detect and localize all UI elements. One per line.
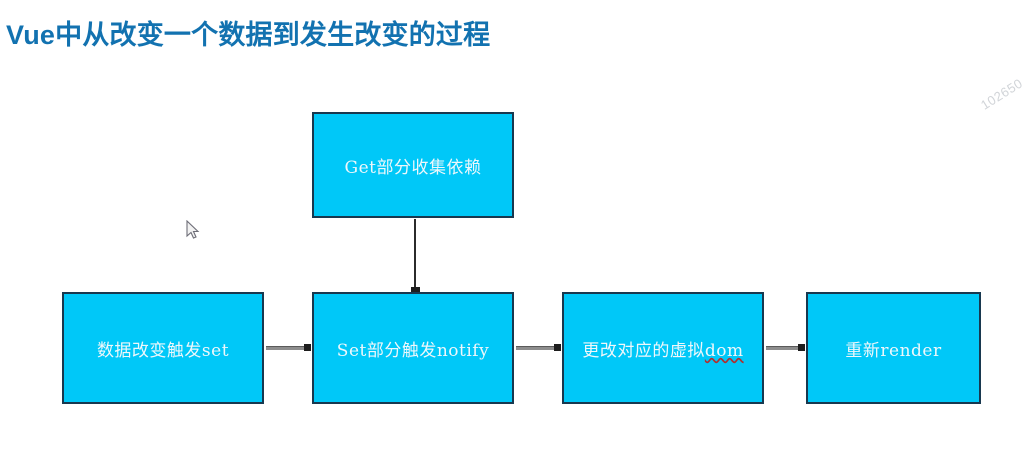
flow-box-re-render[interactable]: 重新render bbox=[806, 292, 981, 404]
flow-box-label-prefix: 更改对应的虚拟 bbox=[582, 340, 705, 361]
flow-box-label-misspelled-word: dom bbox=[704, 340, 744, 361]
mouse-cursor-icon bbox=[186, 220, 200, 239]
flow-box-label: 重新render bbox=[845, 340, 942, 361]
flow-box-label: 更改对应的虚拟dom bbox=[582, 336, 743, 361]
arrowhead-right-icon bbox=[554, 344, 561, 351]
flow-box-label: 数据改变触发set bbox=[96, 340, 230, 361]
flow-box-get-collect-deps[interactable]: Get部分收集依赖 bbox=[312, 112, 514, 218]
arrowhead-down-icon bbox=[411, 287, 420, 293]
flow-box-update-virtual-dom[interactable]: 更改对应的虚拟dom bbox=[562, 292, 764, 404]
connector-get-to-notify bbox=[414, 219, 416, 293]
flow-box-label: Set部分触发notify bbox=[336, 340, 490, 361]
flow-box-data-change-triggers-set[interactable]: 数据改变触发set bbox=[62, 292, 264, 404]
watermark-text: 102650 bbox=[978, 75, 1026, 113]
connector-vdom-to-render bbox=[766, 346, 804, 350]
arrowhead-right-icon bbox=[798, 344, 805, 351]
flow-box-label: Get部分收集依赖 bbox=[344, 157, 482, 178]
connector-set-trig-to-notify bbox=[266, 346, 310, 350]
arrowhead-right-icon bbox=[304, 344, 311, 351]
connector-notify-to-vdom bbox=[516, 346, 560, 350]
page-title: Vue中从改变一个数据到发生改变的过程 bbox=[6, 20, 491, 50]
flow-box-set-triggers-notify[interactable]: Set部分触发notify bbox=[312, 292, 514, 404]
